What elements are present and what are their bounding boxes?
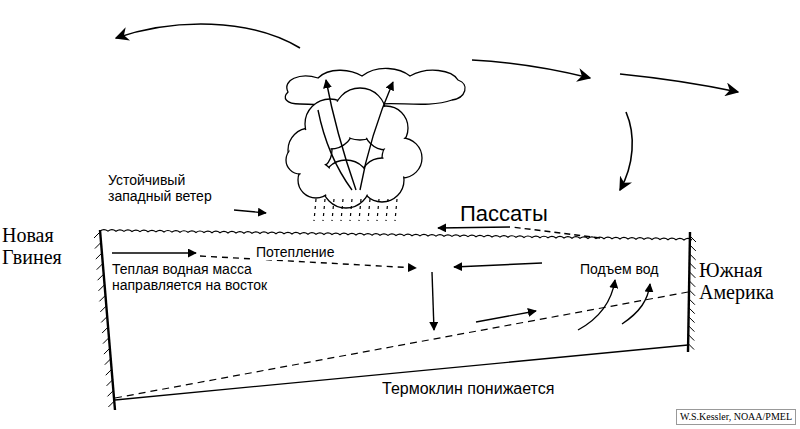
warming-label: Потепление [254, 244, 336, 260]
atmosphere-arrows [116, 24, 738, 190]
upwelling-label: Подъем вод [580, 261, 658, 277]
credit-watermark: W.S.Kessler, NOAA/PMEL [676, 409, 796, 425]
warm-water-label: Теплая водная масса направляется на вост… [112, 261, 270, 293]
wind-label: Устойчивый западный ветер [108, 172, 233, 204]
thermocline-label: Термоклин понижается [380, 380, 556, 398]
ocean-arrows [112, 253, 650, 330]
continent-label: Новая Гвинея [2, 224, 82, 268]
continent-label: Южная Америка [699, 259, 797, 303]
trade-winds-label: Пассаты [460, 201, 548, 227]
thundercloud [285, 68, 465, 221]
ocean-basin [94, 230, 696, 410]
